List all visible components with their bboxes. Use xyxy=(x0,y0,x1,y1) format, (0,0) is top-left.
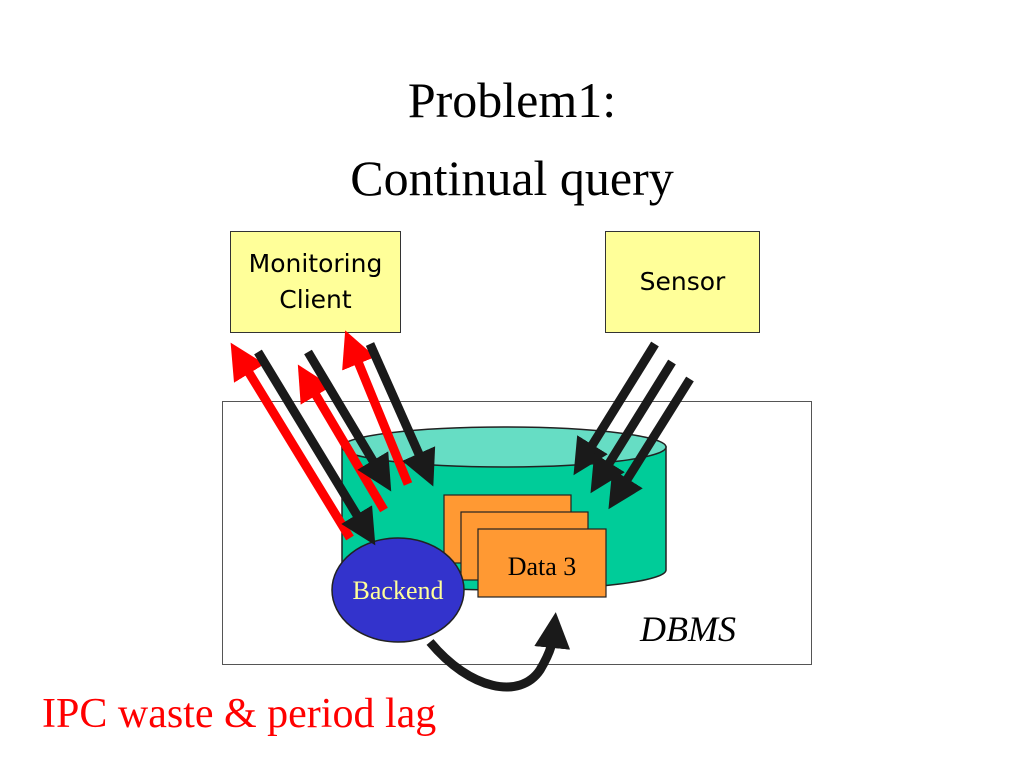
reply-arrow-3 xyxy=(342,330,413,486)
monitoring-client-box: Monitoring Client xyxy=(230,231,401,333)
sensor-label: Sensor xyxy=(639,267,726,296)
query-arrow-3 xyxy=(365,342,436,487)
monitoring-client-label-2: Client xyxy=(279,285,352,314)
caption: IPC waste & period lag xyxy=(42,691,437,737)
data-page-3 xyxy=(477,528,607,598)
monitoring-client-label-1: Monitoring xyxy=(248,249,383,278)
backend-label: Backend xyxy=(353,576,444,605)
sensor-arrow-1 xyxy=(573,341,659,476)
sensor-box: Sensor xyxy=(605,231,760,333)
dbms-label: DBMS xyxy=(640,609,736,649)
sensor-arrow-2 xyxy=(590,359,676,494)
title-line-1: Problem1: xyxy=(407,72,617,128)
poll-arrow xyxy=(426,612,571,692)
title-line-2: Continual query xyxy=(350,150,674,206)
sensor-arrow-3 xyxy=(608,376,694,510)
query-arrow-1 xyxy=(254,349,376,546)
backend-node xyxy=(331,537,465,643)
dbms-frame xyxy=(222,401,812,665)
data-page-3-label: Data 3 xyxy=(508,552,577,581)
query-arrow-2 xyxy=(304,349,392,492)
reply-arrow-1 xyxy=(230,342,354,541)
